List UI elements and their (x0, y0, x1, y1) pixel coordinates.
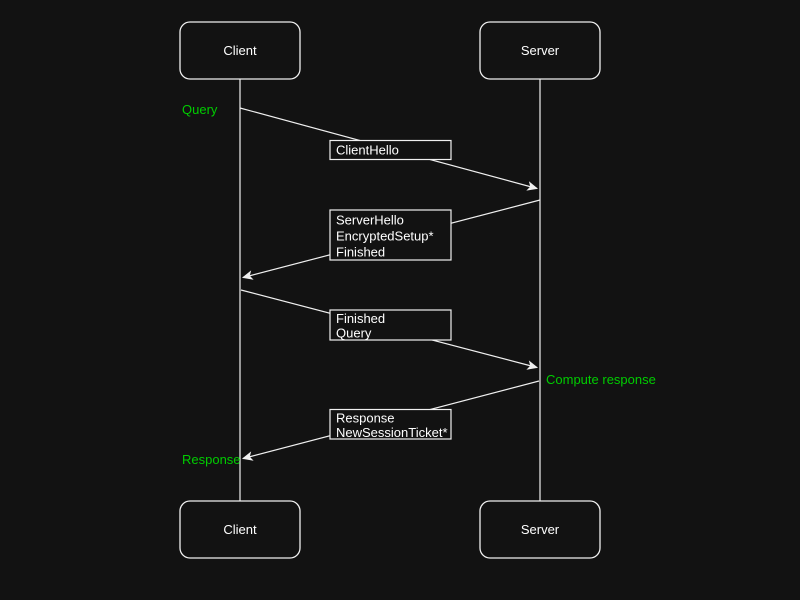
actor-label-server-top: Server (521, 43, 560, 58)
message-text-finished-2: Finished (336, 311, 385, 326)
message-label-serverhello: ServerHello EncryptedSetup* Finished (329, 209, 452, 261)
message-text-encryptedsetup: EncryptedSetup* (336, 229, 434, 244)
actor-label-client-bottom: Client (223, 522, 257, 537)
message-box-serverhello (329, 209, 452, 261)
actor-box-server-bottom (479, 500, 601, 559)
message-text-response: Response (336, 411, 395, 426)
annotation-compute-response: Compute response (546, 372, 656, 387)
actor-box-server-top (479, 21, 601, 80)
message-text-clienthello: ClientHello (336, 143, 399, 158)
actor-box-client-bottom (179, 500, 301, 559)
message-text-serverhello: ServerHello (336, 213, 404, 228)
actor-label-client-top: Client (223, 43, 257, 58)
actor-client-bottom: Client (179, 500, 301, 559)
actor-box-client-top (179, 21, 301, 80)
message-label-response-ticket: Response NewSessionTicket* (329, 408, 452, 440)
annotation-query: Query (182, 102, 218, 117)
message-text-finished-1: Finished (336, 245, 385, 260)
message-box-clienthello (329, 139, 452, 161)
annotation-response: Response (182, 452, 241, 467)
actor-client-top: Client (179, 21, 301, 80)
message-label-finished-query: Finished Query (329, 309, 452, 341)
actor-label-server-bottom: Server (521, 522, 560, 537)
actor-server-top: Server (479, 21, 601, 80)
actor-server-bottom: Server (479, 500, 601, 559)
message-text-query: Query (336, 326, 372, 341)
message-box-response-ticket (329, 408, 452, 440)
message-box-finished-query (329, 309, 452, 341)
message-label-clienthello: ClientHello (329, 139, 452, 161)
message-text-newsessionticket: NewSessionTicket* (336, 425, 448, 440)
